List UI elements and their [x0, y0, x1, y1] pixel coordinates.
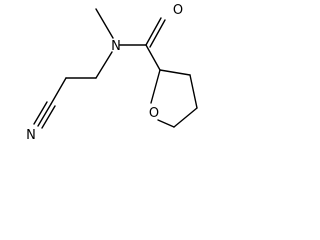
bond-nitrile-triple-a [37, 103, 52, 127]
bond-n-ch2 [95, 51, 113, 79]
atom-label-ring-o: O [149, 106, 159, 121]
bond-n-methyl [95, 8, 114, 39]
ring-bond-c3-c4 [189, 74, 198, 109]
atom-label-amide-n: N [111, 39, 121, 54]
structure-canvas: N O O N [0, 0, 219, 155]
bond-ch2-nitrile-carbon [50, 77, 67, 105]
bond-carbonyl-double-b [149, 19, 166, 48]
ring-bond-c2-c3 [159, 69, 191, 76]
bond-nitrile-triple-c [41, 105, 56, 129]
bond-carbonyl-double-a [145, 17, 162, 46]
ring-bond-c5-o [157, 119, 175, 128]
molecule-structure: N O O N [26, 3, 198, 143]
ring-bond-o-c2 [150, 69, 161, 104]
atom-label-carbonyl-o: O [173, 3, 183, 18]
bond-carbonyl-ring-carbon [145, 44, 161, 71]
bond-nitrile-triple-b [33, 101, 48, 125]
ring-bond-c4-c5 [173, 107, 198, 128]
atom-label-nitrile-n: N [26, 128, 36, 143]
